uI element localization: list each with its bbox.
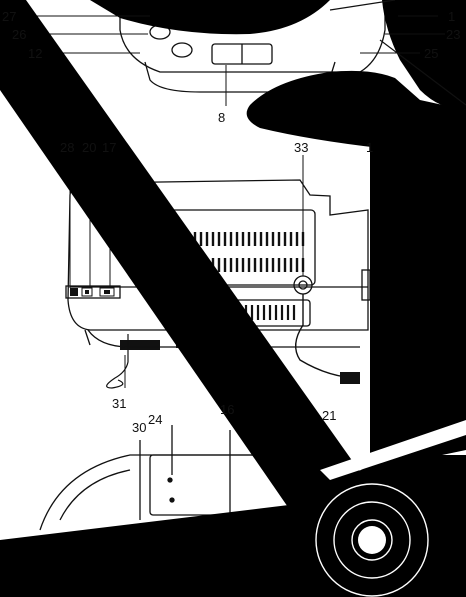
callout-16: 16 xyxy=(220,402,234,417)
black-wedge-top xyxy=(90,0,330,35)
callout-labels: 27 1 26 23 12 25 8 28 20 17 33 1 31 30 2… xyxy=(2,9,460,435)
callout-1: 1 xyxy=(448,9,455,24)
callout-23: 23 xyxy=(446,27,460,42)
callout-33: 33 xyxy=(294,140,308,155)
black-right-wall xyxy=(370,110,466,470)
callout-27: 27 xyxy=(2,9,16,24)
callout-21: 21 xyxy=(322,408,336,423)
callout-12: 12 xyxy=(28,46,42,61)
callout-26: 26 xyxy=(12,27,26,42)
callout-25: 25 xyxy=(424,46,438,61)
callout-24: 24 xyxy=(148,412,162,427)
callout-8: 8 xyxy=(218,110,225,125)
bottom-unit-drawing xyxy=(39,425,361,531)
rear-switches xyxy=(70,287,115,297)
callout-28: 28 xyxy=(60,140,74,155)
top-leaders xyxy=(20,15,445,106)
callout-17: 17 xyxy=(102,140,116,155)
callout-31: 31 xyxy=(112,396,126,411)
disc-illustration xyxy=(315,420,466,597)
callout-20: 20 xyxy=(82,140,96,155)
black-diagonal-band xyxy=(0,0,380,597)
callout-1-rear: 1 xyxy=(366,140,373,155)
black-wedge-right-top xyxy=(382,0,466,110)
callout-30: 30 xyxy=(132,420,146,435)
